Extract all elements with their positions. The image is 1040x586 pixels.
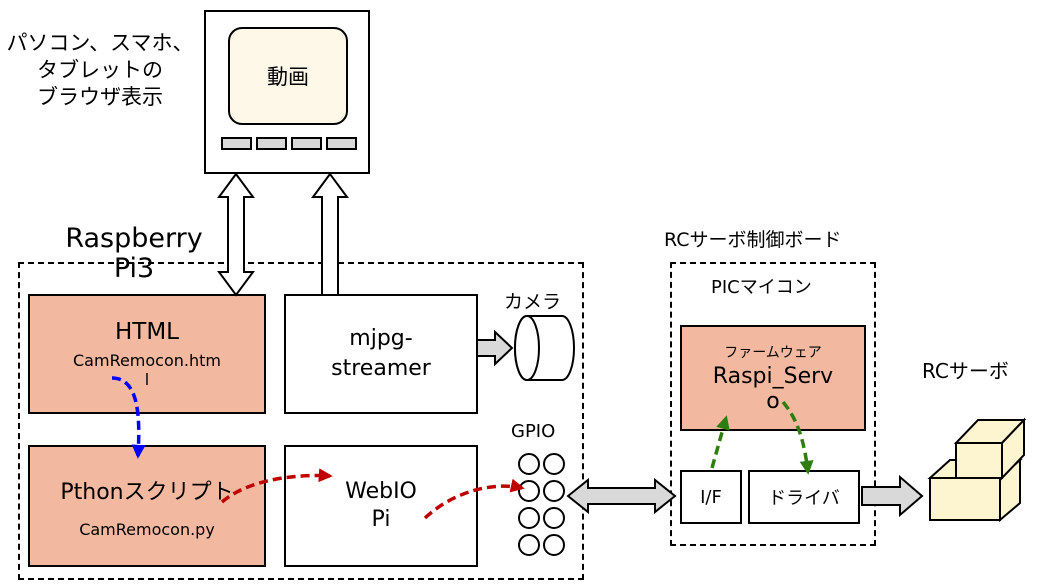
- webiopi-box: WebIO Pi: [284, 445, 478, 567]
- video-screen: 動画: [228, 27, 348, 125]
- gpio-pin-2-2: [543, 480, 565, 502]
- browser-control-button-2[interactable]: [256, 137, 287, 150]
- firmware-name-line-1: Raspi_Serv: [712, 364, 834, 389]
- html-box: HTML CamRemocon.htm l: [28, 294, 266, 414]
- rc-board-region: [670, 262, 876, 546]
- browser-caption-line-2: タブレットの: [37, 58, 163, 82]
- driver-label: ドライバ: [768, 488, 840, 509]
- rc-servo-icon: [927, 417, 1027, 523]
- browser-control-button-1[interactable]: [221, 137, 252, 150]
- python-script-file: CamRemocon.py: [79, 519, 215, 539]
- if-label: I/F: [700, 486, 722, 508]
- gpio-pin-3-1: [518, 507, 540, 529]
- firmware-caption: ファームウェア: [724, 345, 822, 361]
- gpio-pin-3-2: [543, 507, 565, 529]
- camera-label: カメラ: [504, 291, 562, 313]
- browser-control-button-3[interactable]: [291, 137, 322, 150]
- python-script-title: Pthonスクリプト: [60, 479, 234, 505]
- browser-caption: パソコン、スマホ、 タブレットの ブラウザ表示: [4, 30, 196, 111]
- driver-box: ドライバ: [748, 470, 860, 524]
- raspberry-pi-title-line-1: Raspberry: [65, 223, 203, 254]
- firmware-name-line-2: o: [766, 389, 780, 414]
- gpio-pin-1-1: [518, 453, 540, 475]
- firmware-box: ファームウェア Raspi_Serv o: [680, 325, 866, 431]
- html-box-file-line-2: l: [144, 370, 150, 389]
- pic-label: PICマイコン: [711, 277, 812, 298]
- rc-servo-label: RCサーボ: [922, 359, 1009, 383]
- rc-board-title: RCサーボ制御ボード: [664, 229, 842, 251]
- gpio-pin-1-2: [543, 453, 565, 475]
- gpio-pin-2-1: [518, 480, 540, 502]
- browser-caption-line-1: パソコン、スマホ、: [6, 31, 194, 55]
- mjpg-streamer-box: mjpg- streamer: [284, 294, 478, 414]
- webiopi-line-1: WebIO: [345, 479, 417, 504]
- gpio-label: GPIO: [511, 421, 556, 442]
- html-box-title: HTML: [114, 319, 179, 345]
- raspberry-pi-title-line-2: Pi3: [113, 253, 155, 284]
- browser-caption-line-3: ブラウザ表示: [37, 85, 163, 109]
- raspberry-pi-region: [18, 262, 584, 580]
- mjpg-streamer-line-1: mjpg-: [349, 326, 413, 351]
- browser-monitor: 動画: [204, 10, 370, 174]
- raspberry-pi-title: Raspberry Pi3: [48, 224, 220, 284]
- html-box-file-line-1: CamRemocon.htm: [73, 351, 221, 370]
- gpio-if-double-arrow: [566, 477, 677, 515]
- gpio-pin-4-2: [543, 534, 565, 556]
- if-box: I/F: [680, 470, 742, 524]
- video-label: 動画: [267, 65, 309, 89]
- python-script-box: Pthonスクリプト CamRemocon.py: [28, 445, 266, 567]
- browser-control-button-4[interactable]: [326, 137, 357, 150]
- gpio-pin-4-1: [518, 534, 540, 556]
- mjpg-streamer-line-2: streamer: [331, 356, 431, 381]
- webiopi-line-2: Pi: [371, 507, 391, 532]
